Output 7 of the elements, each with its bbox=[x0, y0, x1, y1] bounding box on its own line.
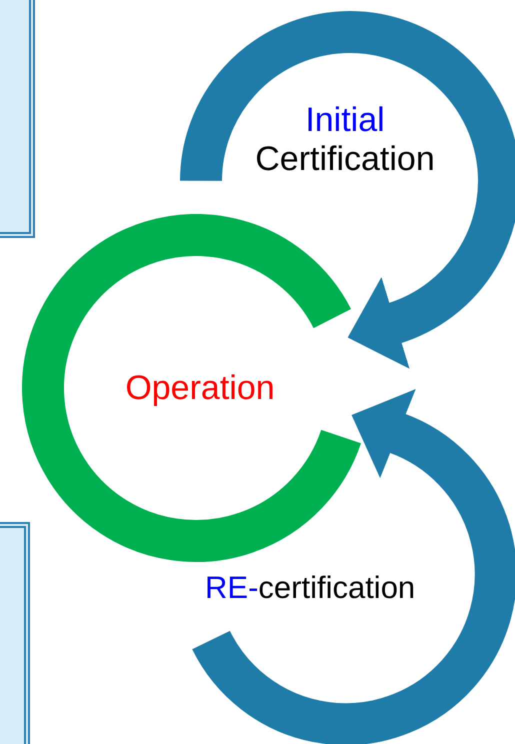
curved-arrow bbox=[180, 11, 515, 369]
step-label: Initial Certification bbox=[200, 95, 450, 205]
panel-box bbox=[0, 0, 35, 238]
curved-arrow bbox=[190, 389, 515, 744]
step-label: RE-certification bbox=[205, 570, 467, 643]
step-label: Operation bbox=[125, 368, 275, 408]
panel-box bbox=[0, 522, 30, 744]
